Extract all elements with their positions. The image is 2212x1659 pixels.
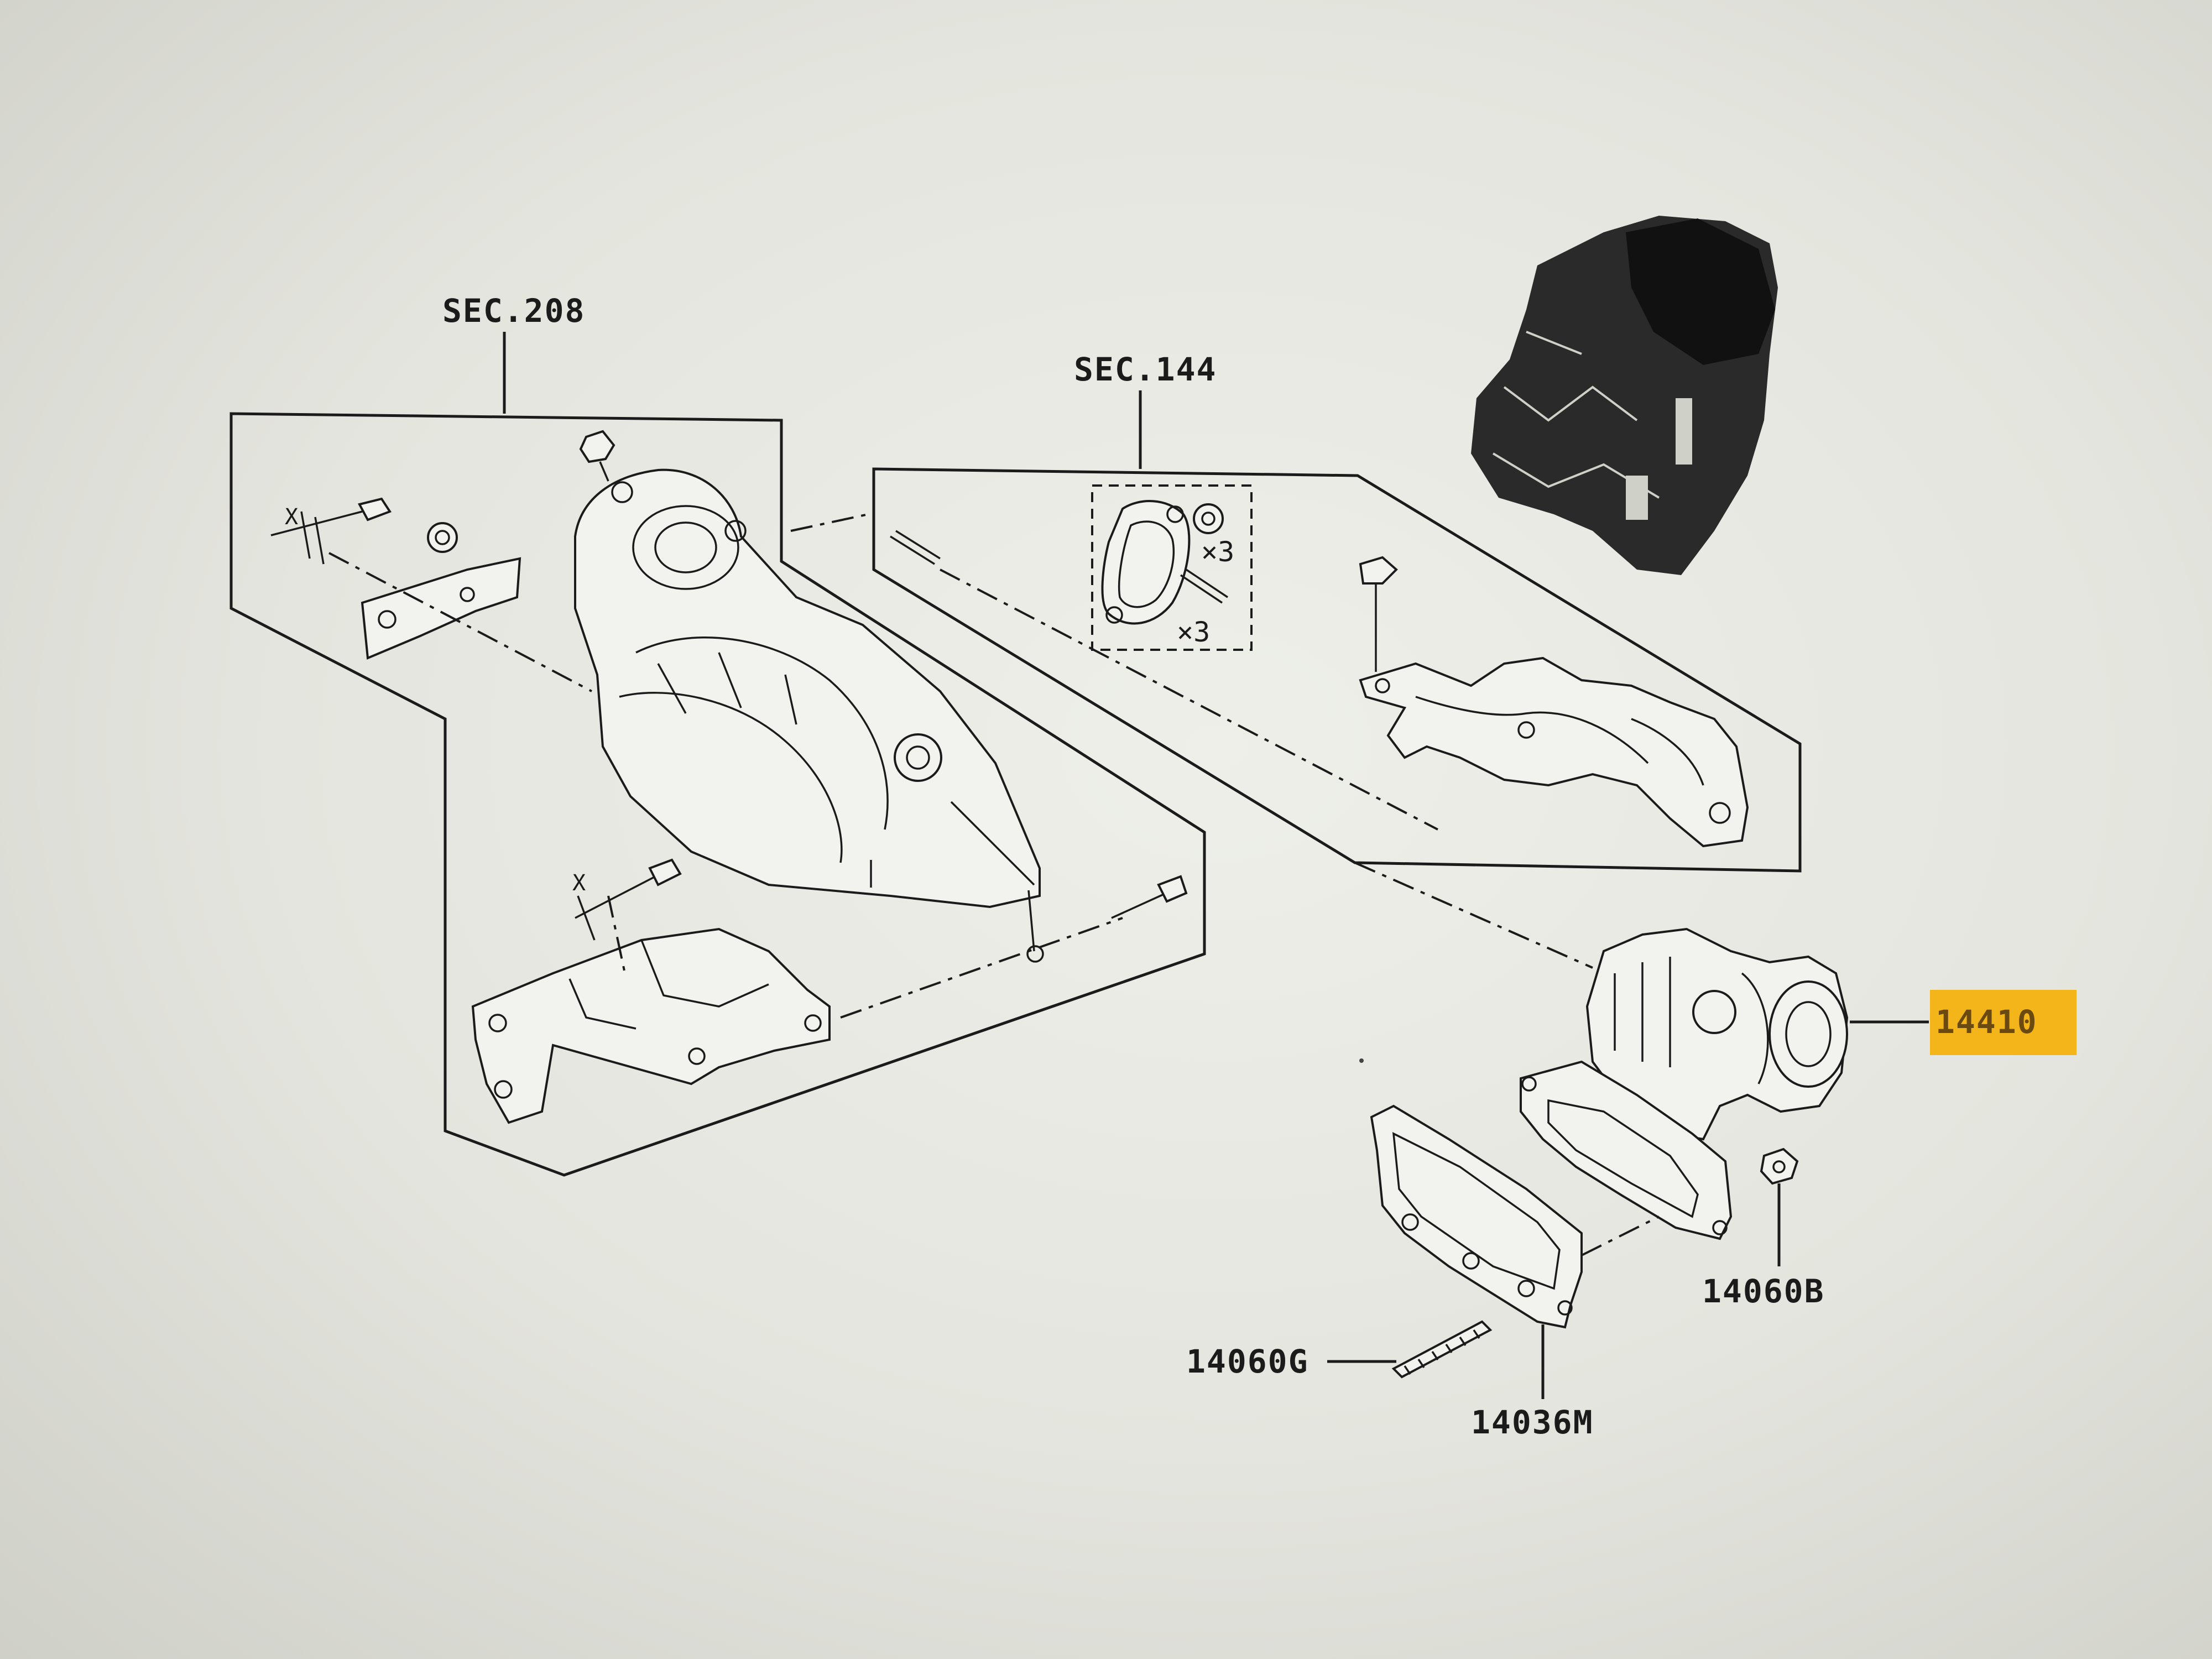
manifold-insulator[interactable]: [1370, 1104, 1583, 1329]
heat-shield[interactable]: [1359, 656, 1749, 848]
stray-mark: [1359, 1058, 1364, 1063]
bracket-lower[interactable]: [471, 927, 831, 1124]
gasket[interactable]: [1101, 500, 1191, 625]
bracket-left[interactable]: [361, 557, 521, 660]
bolt-down[interactable]: [1359, 556, 1398, 672]
callout-14410[interactable]: 14410: [1850, 990, 2077, 1055]
sec-208-label[interactable]: SEC.208: [442, 292, 585, 330]
align-line-1: [328, 552, 592, 692]
catalytic-converter[interactable]: [574, 468, 1044, 963]
nut-left[interactable]: [427, 522, 458, 553]
x-mark-2: X: [572, 870, 586, 896]
part-number-14060g[interactable]: 14060G: [1186, 1343, 1309, 1380]
align-line-3: [607, 895, 626, 974]
sec-144-panel-outline: [872, 467, 1802, 873]
align-line-4: [790, 513, 869, 532]
nut-14060b[interactable]: [1760, 1147, 1799, 1185]
gasket-stud[interactable]: [1180, 568, 1228, 604]
bolt-right[interactable]: [1111, 875, 1188, 919]
sec-208-panel-outline: [229, 412, 1206, 1177]
exhaust-manifold[interactable]: [1520, 1060, 1733, 1240]
callout-14060g[interactable]: 14060G: [1186, 1343, 1396, 1380]
stud-left[interactable]: [890, 530, 941, 565]
engine-thumbnail: [1471, 216, 1778, 575]
gasket-nut[interactable]: [1193, 503, 1224, 534]
bolt-top-left[interactable]: [270, 497, 392, 565]
stud-14060g[interactable]: [1391, 1320, 1493, 1379]
gasket-kit-box: [1091, 484, 1253, 651]
align-line-5: [940, 568, 1438, 831]
sec-144-group: SEC.144 ×3 ×3: [872, 351, 1802, 873]
part-highlight: [1930, 990, 2077, 1055]
callout-14036m[interactable]: 14036M: [1471, 1324, 1594, 1441]
part-number-14060b[interactable]: 14060B: [1702, 1272, 1825, 1310]
sec-208-group: SEC.208 X: [229, 292, 1206, 1177]
stud-quantity: ×3: [1177, 616, 1210, 648]
callout-14060b[interactable]: 14060B: [1702, 1183, 1825, 1310]
part-number-14410[interactable]: 14410: [1936, 1003, 2038, 1041]
sec-144-label[interactable]: SEC.144: [1074, 351, 1217, 388]
x-mark-1: X: [285, 504, 298, 530]
turbocharger-assembly[interactable]: [1585, 927, 1849, 1141]
part-number-14036m[interactable]: 14036M: [1471, 1404, 1594, 1441]
align-line-7: [1581, 1215, 1660, 1256]
nut-top[interactable]: [579, 430, 615, 482]
bolt-middle[interactable]: [575, 858, 682, 941]
align-line-2: [840, 917, 1123, 1019]
align-line-6: [1354, 862, 1593, 969]
nut-quantity: ×3: [1201, 536, 1234, 568]
